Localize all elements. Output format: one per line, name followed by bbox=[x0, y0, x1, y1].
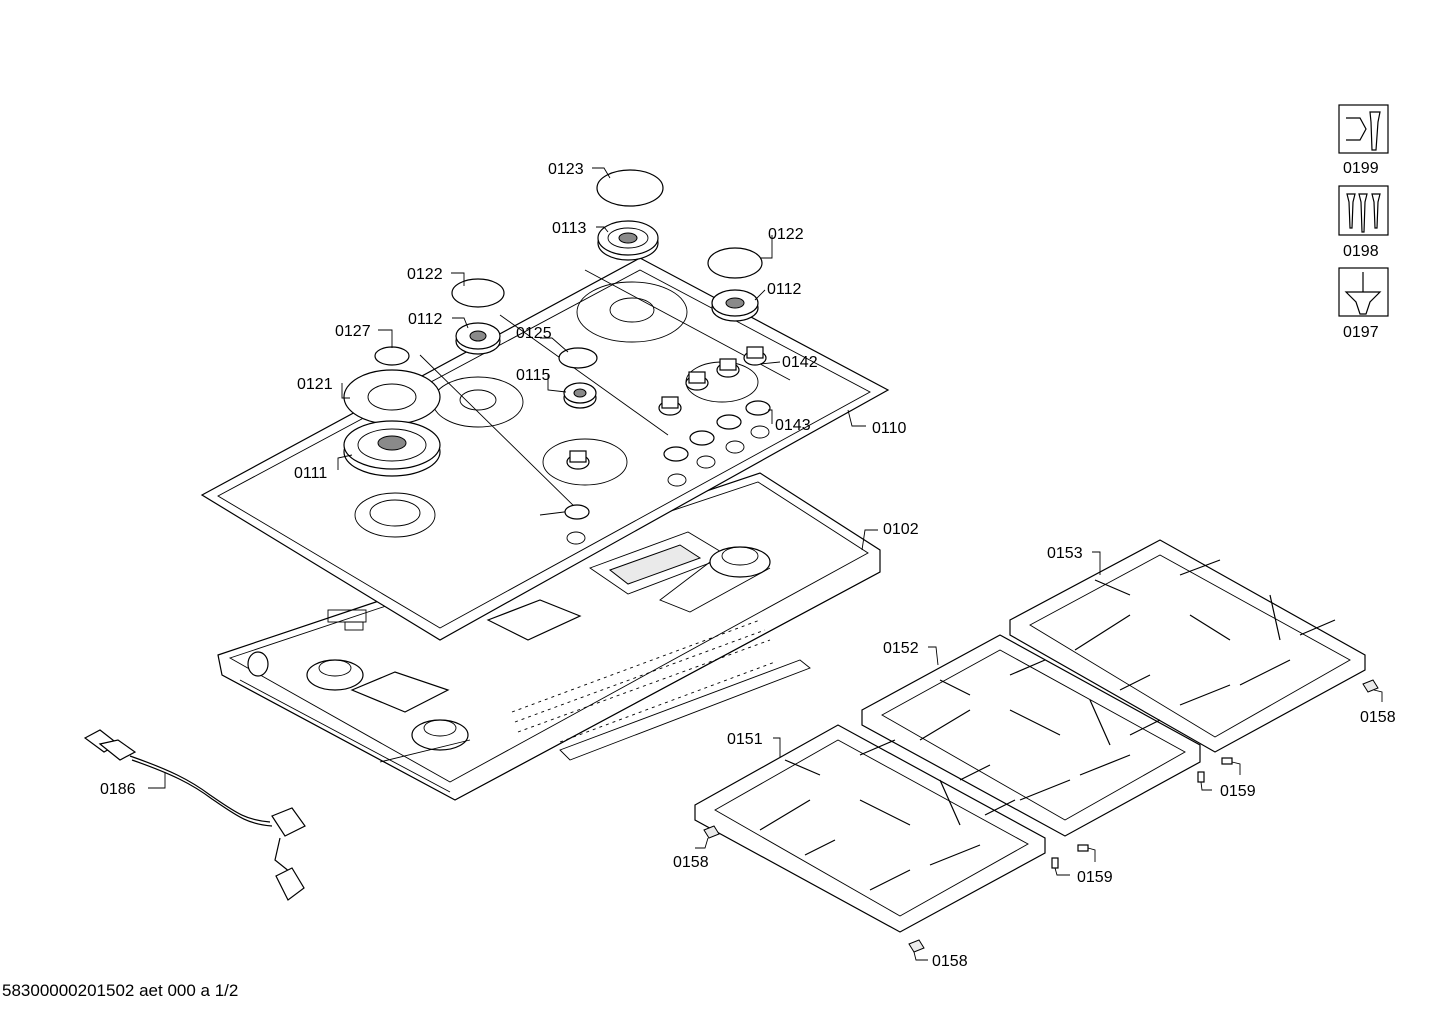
base-tray-0102 bbox=[217, 472, 881, 801]
leader-lines bbox=[148, 167, 1383, 961]
pan-support-0152 bbox=[861, 634, 1201, 837]
document-code: 58300000201502 aet 000 a 1/2 bbox=[2, 981, 239, 1000]
label-0159-left: 0159 bbox=[1077, 869, 1113, 886]
burner-cap-0122-right bbox=[707, 247, 763, 279]
burner-0113 bbox=[597, 220, 659, 261]
mains-cable-0186 bbox=[83, 729, 306, 901]
tool-icon-0197 bbox=[1338, 267, 1389, 317]
label-0112-right: 0112 bbox=[767, 281, 802, 298]
label-0143: 0143 bbox=[775, 417, 811, 434]
label-0121: 0121 bbox=[297, 376, 333, 393]
tool-icon-0198 bbox=[1338, 185, 1389, 236]
label-0111: 0111 bbox=[294, 465, 327, 482]
label-0158-bottom: 0158 bbox=[932, 953, 968, 970]
label-0123: 0123 bbox=[548, 161, 584, 178]
label-0102: 0102 bbox=[883, 521, 919, 538]
label-0115: 0115 bbox=[516, 367, 551, 384]
label-0159-right: 0159 bbox=[1220, 783, 1256, 800]
label-0110: 0110 bbox=[872, 420, 907, 437]
burner-0112-right bbox=[711, 289, 759, 322]
label-0112-left: 0112 bbox=[408, 311, 443, 328]
label-0153: 0153 bbox=[1047, 545, 1083, 562]
knob-rings-0143 bbox=[564, 400, 771, 520]
label-0199: 0199 bbox=[1343, 160, 1379, 177]
burner-cap-0127 bbox=[374, 346, 410, 366]
burner-0112-left bbox=[455, 322, 501, 355]
label-0158-left: 0158 bbox=[673, 854, 709, 871]
pan-support-0153 bbox=[1009, 539, 1366, 753]
burner-0115 bbox=[563, 382, 597, 409]
burner-cap-0125 bbox=[558, 347, 598, 369]
label-0122-right: 0122 bbox=[768, 226, 804, 243]
label-0122-left: 0122 bbox=[407, 266, 443, 283]
wok-ring-0121 bbox=[343, 369, 441, 425]
knobs-0142 bbox=[566, 346, 767, 470]
part-labels: 0123 0113 0122 0112 0122 0112 0127 0125 … bbox=[100, 160, 1396, 970]
tool-icon-0199 bbox=[1338, 104, 1389, 154]
label-0113: 0113 bbox=[552, 220, 587, 237]
pan-support-0151 bbox=[694, 724, 1046, 933]
label-0151: 0151 bbox=[727, 731, 763, 748]
label-0186: 0186 bbox=[100, 781, 136, 798]
label-0152: 0152 bbox=[883, 640, 919, 657]
label-0198: 0198 bbox=[1343, 243, 1379, 260]
label-0125: 0125 bbox=[516, 325, 552, 342]
label-0127: 0127 bbox=[335, 323, 371, 340]
burner-cap-0122-left bbox=[451, 278, 505, 308]
wok-burner-0111 bbox=[343, 420, 441, 477]
burner-cap-0123 bbox=[596, 169, 664, 207]
label-0197: 0197 bbox=[1343, 324, 1379, 341]
label-0158-right: 0158 bbox=[1360, 709, 1396, 726]
label-0142: 0142 bbox=[782, 354, 818, 371]
